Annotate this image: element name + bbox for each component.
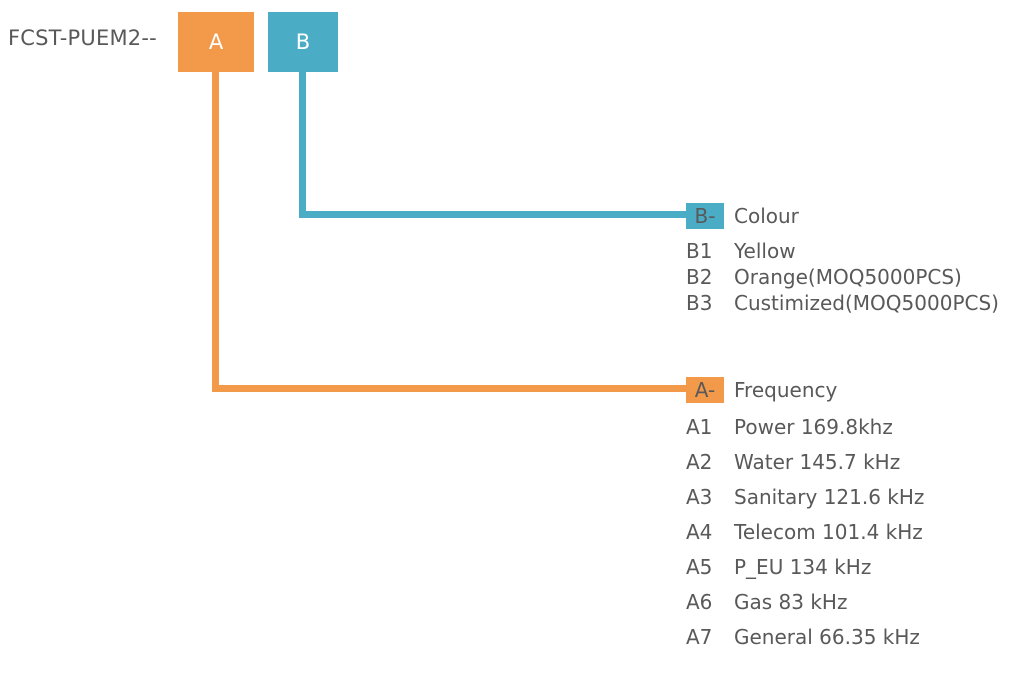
group-colour-title: Colour — [734, 204, 799, 228]
group-frequency: A- Frequency A1 Power 169.8khz A2 Water … — [686, 377, 924, 660]
list-item: B3 Custimized(MOQ5000PCS) — [686, 291, 999, 317]
option-key: A5 — [686, 555, 713, 579]
option-key: A3 — [686, 485, 713, 509]
list-item: A3 Sanitary 121.6 kHz — [686, 485, 924, 520]
option-key: B2 — [686, 265, 713, 289]
option-value: Gas 83 kHz — [734, 590, 848, 614]
option-value: General 66.35 kHz — [734, 625, 920, 649]
list-item: A5 P_EU 134 kHz — [686, 555, 924, 590]
segment-box-a-label: A — [208, 30, 224, 54]
option-value: Power 169.8khz — [734, 415, 893, 439]
segment-box-b-label: B — [295, 30, 311, 54]
list-item: A1 Power 169.8khz — [686, 415, 924, 450]
group-colour-header: B- Colour — [686, 203, 999, 229]
list-item: A6 Gas 83 kHz — [686, 590, 924, 625]
option-key: B3 — [686, 291, 713, 315]
connector-horizontal-blue — [299, 211, 687, 218]
segment-box-a: A — [178, 12, 254, 72]
connector-horizontal-orange — [212, 385, 688, 392]
group-frequency-option-list: A1 Power 169.8khz A2 Water 145.7 kHz A3 … — [686, 415, 924, 660]
list-item: B2 Orange(MOQ5000PCS) — [686, 265, 999, 291]
option-value: Yellow — [734, 239, 796, 263]
list-item: A4 Telecom 101.4 kHz — [686, 520, 924, 555]
option-value: Telecom 101.4 kHz — [734, 520, 923, 544]
option-key: A2 — [686, 450, 713, 474]
group-frequency-header: A- Frequency — [686, 377, 924, 403]
option-key: A4 — [686, 520, 713, 544]
connector-vertical-blue — [299, 72, 306, 218]
group-colour: B- Colour B1 Yellow B2 Orange(MOQ5000PCS… — [686, 203, 999, 317]
option-value: Custimized(MOQ5000PCS) — [734, 291, 999, 315]
option-value: Sanitary 121.6 kHz — [734, 485, 925, 509]
group-frequency-key-badge: A- — [686, 377, 724, 403]
segment-box-b: B — [268, 12, 338, 72]
option-value: Water 145.7 kHz — [734, 450, 901, 474]
group-frequency-title: Frequency — [734, 378, 838, 402]
list-item: A7 General 66.35 kHz — [686, 625, 924, 660]
option-value: Orange(MOQ5000PCS) — [734, 265, 962, 289]
group-colour-key-badge: B- — [686, 203, 724, 229]
connector-vertical-orange — [212, 72, 219, 392]
base-product-code-label: FCST-PUEM2-- — [8, 26, 157, 50]
option-key: A7 — [686, 625, 713, 649]
option-key: A6 — [686, 590, 713, 614]
option-key: A1 — [686, 415, 713, 439]
group-colour-option-list: B1 Yellow B2 Orange(MOQ5000PCS) B3 Custi… — [686, 239, 999, 317]
list-item: A2 Water 145.7 kHz — [686, 450, 924, 485]
option-key: B1 — [686, 239, 713, 263]
option-value: P_EU 134 kHz — [734, 555, 872, 579]
list-item: B1 Yellow — [686, 239, 999, 265]
